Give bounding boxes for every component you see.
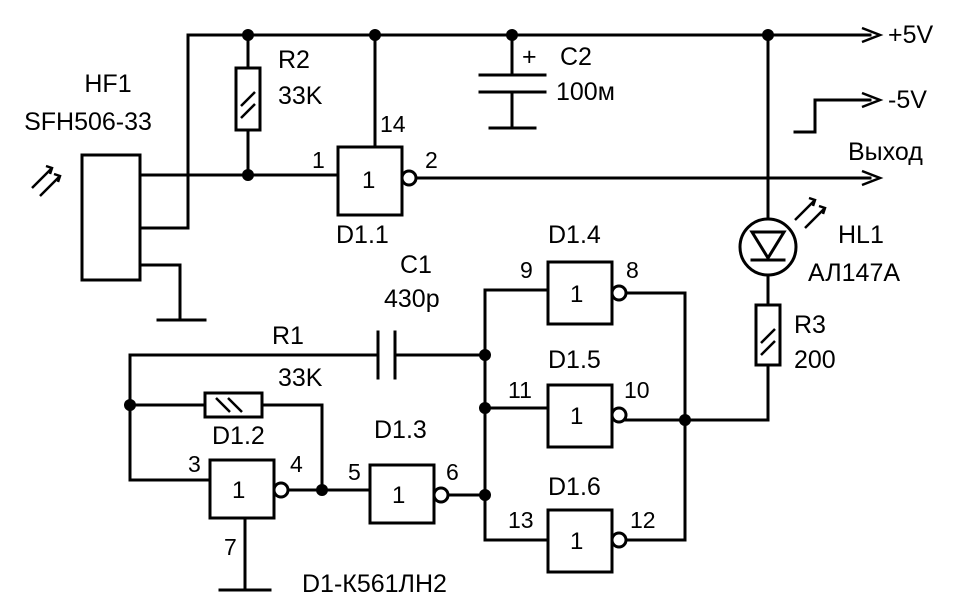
light-arrows-icon [31, 164, 62, 197]
vcc-arrow [861, 26, 884, 44]
pin-13: 13 [508, 507, 534, 533]
gate-d1-4-ref: D1.4 [548, 221, 601, 249]
resistor-r1: R1 33K [203, 322, 323, 419]
gate-d1-1: 1 1 2 14 D1.1 [312, 111, 438, 249]
vcc-label: +5V [888, 21, 934, 49]
c2-ref: C2 [560, 43, 592, 71]
gate-d1-6-ref: D1.6 [548, 473, 601, 501]
gate-d1-5-symbol: 1 [570, 403, 583, 430]
gate-d1-3-symbol: 1 [392, 482, 405, 509]
c2-value: 100м [556, 78, 615, 106]
chip-label: D1-К561ЛН2 [302, 570, 447, 598]
pin-4: 4 [290, 451, 303, 477]
pin-9: 9 [520, 257, 533, 283]
r2-value: 33K [278, 82, 323, 110]
gate-d1-3: 1 5 6 D1.3 [348, 416, 459, 525]
gate-d1-3-ref: D1.3 [374, 416, 427, 444]
pin-14: 14 [380, 111, 406, 137]
pin-8: 8 [626, 257, 639, 283]
gate-d1-6: 1 13 12 D1.6 [508, 473, 656, 574]
output-arrow [861, 169, 884, 187]
gate-d1-2-symbol: 1 [232, 477, 245, 504]
sensor-part: SFH506-33 [24, 108, 152, 136]
r2-ref: R2 [278, 46, 310, 74]
led-part: АЛ147А [808, 259, 900, 287]
junctions [124, 29, 774, 501]
gate-d1-1-symbol: 1 [362, 167, 375, 194]
pin-11: 11 [508, 377, 532, 403]
pin-3: 3 [188, 451, 201, 477]
gate-d1-5: 1 11 10 D1.5 [508, 346, 650, 449]
ir-receiver-hf1: HF1 SFH506-33 [24, 70, 152, 282]
r3-value: 200 [794, 346, 836, 374]
rail-arrows [861, 26, 884, 187]
r1-value: 33K [278, 364, 323, 392]
light-emission-icon [794, 196, 827, 229]
output-label: Выход [848, 138, 923, 166]
pin-6: 6 [446, 459, 459, 485]
gate-d1-4: 1 9 8 D1.4 [520, 221, 639, 326]
pin-10: 10 [624, 377, 650, 403]
gate-d1-4-symbol: 1 [570, 281, 583, 308]
gate-d1-2: 1 3 4 7 D1.2 [188, 422, 303, 560]
gate-d1-6-symbol: 1 [570, 528, 583, 555]
resistor-r2: R2 33K [234, 46, 323, 132]
gate-d1-5-ref: D1.5 [548, 346, 601, 374]
led-ref: HL1 [838, 221, 884, 249]
capacitor-c1: C1 430p [376, 251, 440, 380]
pin-5: 5 [348, 459, 361, 485]
pin-7: 7 [224, 534, 237, 560]
gate-d1-2-ref: D1.2 [212, 422, 265, 450]
r1-ref: R1 [272, 322, 304, 350]
capacitor-c2: + C2 100м [478, 43, 615, 130]
vee-label: -5V [888, 86, 927, 114]
c2-polarity: + [522, 43, 537, 71]
sensor-ref: HF1 [84, 70, 131, 98]
vee-arrow [861, 91, 884, 109]
c1-value: 430p [384, 285, 440, 313]
pin-2: 2 [425, 147, 438, 173]
r3-ref: R3 [794, 311, 826, 339]
gate-d1-1-ref: D1.1 [336, 221, 389, 249]
pin-12: 12 [630, 507, 656, 533]
resistor-r3: R3 200 [754, 303, 836, 374]
led-hl1: HL1 АЛ147А [738, 196, 900, 287]
pin-1: 1 [312, 147, 325, 173]
c1-ref: C1 [400, 251, 432, 279]
